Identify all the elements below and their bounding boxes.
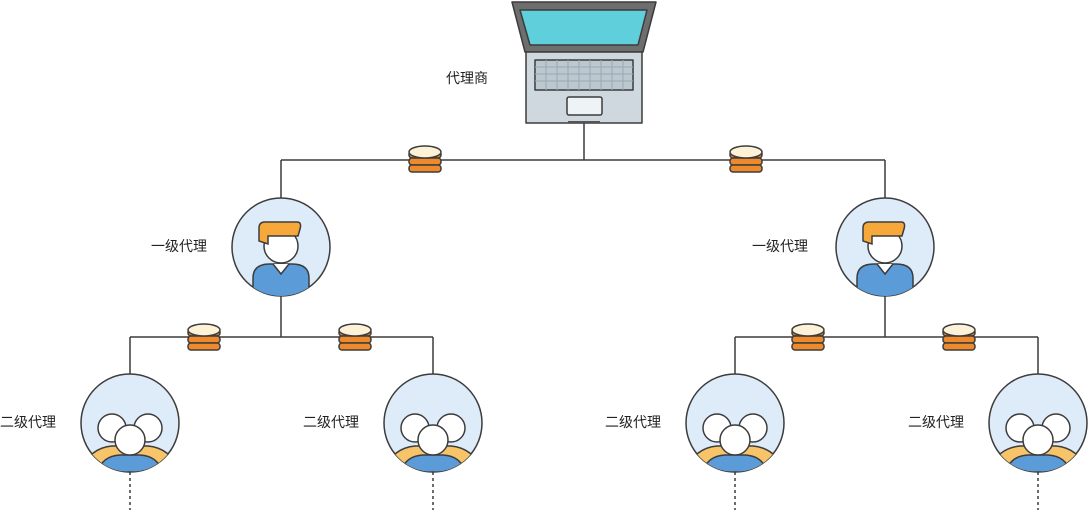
group-icon <box>988 373 1088 473</box>
level2-label-3: 二级代理 <box>605 415 661 431</box>
laptop-icon <box>511 1 657 124</box>
coin-stack-icon <box>187 323 221 351</box>
right-branch-connector <box>734 296 1039 374</box>
root-connector <box>280 123 886 198</box>
level2-label-2: 二级代理 <box>303 415 359 431</box>
group-icon <box>80 373 180 473</box>
person-icon <box>231 197 331 297</box>
group-icon <box>383 373 483 473</box>
coin-stack-icon <box>338 323 372 351</box>
connector-lines <box>129 123 1039 374</box>
continuation-lines <box>129 472 1039 510</box>
coin-stack-icon <box>408 145 442 173</box>
coin-stack-icon <box>791 323 825 351</box>
level1-label-left: 一级代理 <box>151 239 207 255</box>
person-icon <box>835 197 935 297</box>
group-icon <box>685 373 785 473</box>
root-label: 代理商 <box>446 71 488 87</box>
coin-stack-icon <box>942 323 976 351</box>
left-branch-connector <box>129 296 434 374</box>
level2-label-4: 二级代理 <box>908 415 964 431</box>
level2-label-1: 二级代理 <box>0 415 56 431</box>
level1-label-right: 一级代理 <box>752 239 808 255</box>
coin-stack-icon <box>729 145 763 173</box>
